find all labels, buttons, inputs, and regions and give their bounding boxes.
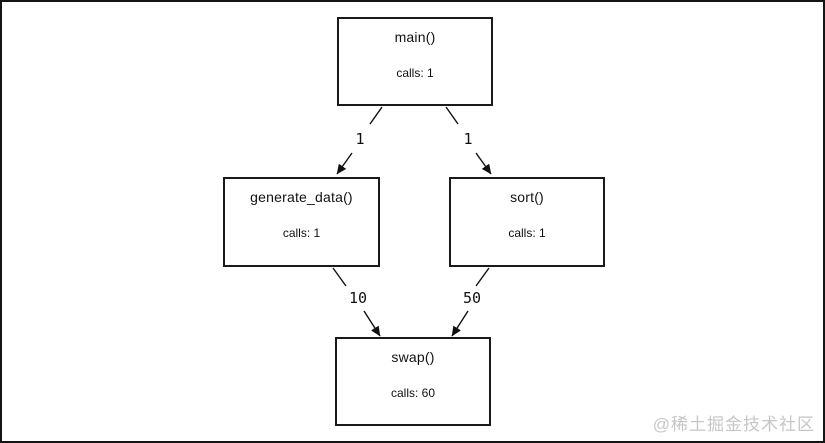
node-sort: sort() calls: 1 xyxy=(449,177,605,267)
edge-label-main-sort: 1 xyxy=(461,130,475,148)
watermark: @稀土掘金技术社区 xyxy=(652,415,815,434)
node-calls-label: calls: 60 xyxy=(390,386,436,400)
node-swap: swap() calls: 60 xyxy=(335,337,491,426)
node-title: sort() xyxy=(510,189,544,205)
edge-label-main-generate-data: 1 xyxy=(353,130,367,148)
node-calls-label: calls: 1 xyxy=(396,66,434,80)
node-title: swap() xyxy=(391,349,435,365)
node-title: main() xyxy=(394,29,436,45)
edge-label-sort-swap: 50 xyxy=(460,289,484,307)
node-title: generate_data() xyxy=(250,189,353,205)
node-main: main() calls: 1 xyxy=(337,17,493,106)
node-generate-data: generate_data() calls: 1 xyxy=(223,177,380,267)
node-calls-label: calls: 1 xyxy=(282,226,321,240)
edge-label-generate-data-swap: 10 xyxy=(346,289,370,307)
node-calls-label: calls: 1 xyxy=(508,226,546,240)
